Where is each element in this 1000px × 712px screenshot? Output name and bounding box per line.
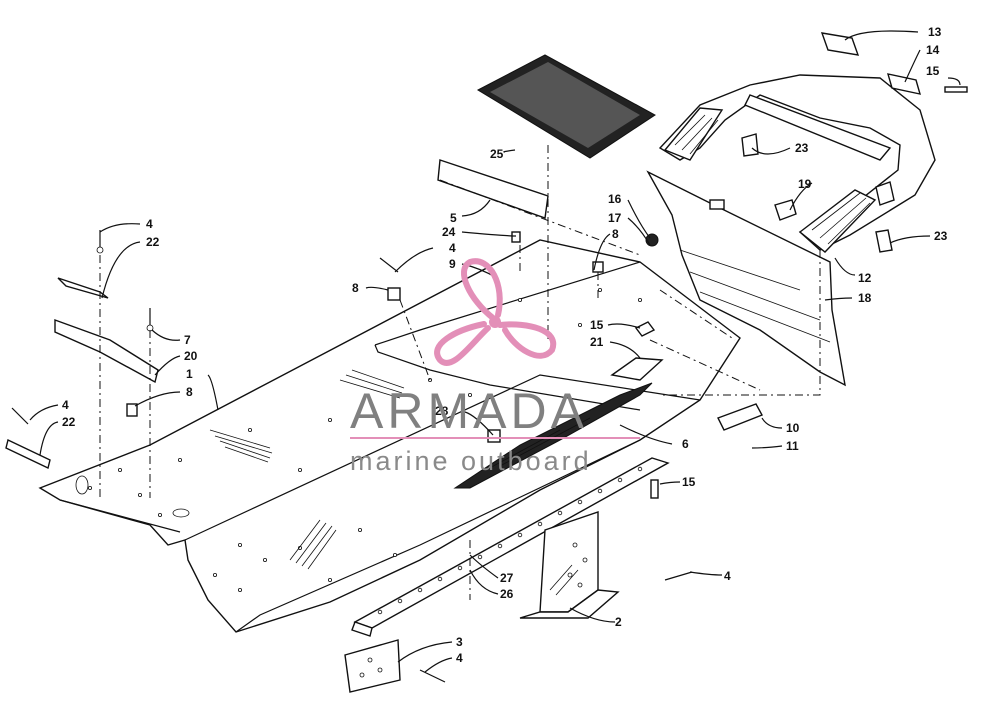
watermark: ARMADA marine outboard xyxy=(350,258,640,476)
callout-25: 25 xyxy=(490,147,504,161)
callout-21: 21 xyxy=(590,335,604,349)
callout-8: 8 xyxy=(352,281,359,295)
bracket-22-part xyxy=(57,277,109,299)
callout-19: 19 xyxy=(798,177,812,191)
callout-18: 18 xyxy=(858,291,872,305)
callout-28: 28 xyxy=(435,404,449,418)
callout-23: 23 xyxy=(934,229,948,243)
callout-8: 8 xyxy=(612,227,619,241)
callout-26: 26 xyxy=(500,587,514,601)
alignment-lines xyxy=(99,145,821,600)
callout-24: 24 xyxy=(442,225,456,239)
callout-11: 11 xyxy=(786,439,799,453)
callout-13: 13 xyxy=(928,25,942,39)
bumper-step-left xyxy=(663,107,724,161)
running-board-part xyxy=(453,357,664,489)
seat-pad-part xyxy=(476,54,656,159)
watermark-tagline: marine outboard xyxy=(350,446,592,476)
tunnel-rivet-holes xyxy=(88,287,643,593)
watermark-brand: ARMADA xyxy=(350,383,588,439)
callout-6: 6 xyxy=(682,437,689,451)
callout-16: 16 xyxy=(608,192,622,206)
perforated-rail-part xyxy=(351,457,670,637)
rear-bumper-part xyxy=(658,74,936,253)
callout-7: 7 xyxy=(184,333,191,347)
bracket-22b-part xyxy=(5,439,51,469)
callout-2: 2 xyxy=(615,615,622,629)
callout-22: 22 xyxy=(62,415,76,429)
tunnel-hatching xyxy=(209,369,405,570)
rail-perforations xyxy=(377,466,643,615)
seat-strip-part xyxy=(437,159,549,219)
callout-15: 15 xyxy=(590,318,604,332)
callout-4: 4 xyxy=(449,241,456,255)
tunnel-part xyxy=(38,239,741,633)
callout-5: 5 xyxy=(450,211,457,225)
callout-3: 3 xyxy=(456,635,463,649)
decal-13-part xyxy=(820,32,860,56)
callout-20: 20 xyxy=(184,349,198,363)
callout-1: 1 xyxy=(186,367,193,381)
callout-labels: 13 14 15 23 19 23 12 18 16 17 25 5 24 4 … xyxy=(62,25,948,665)
mount-bracket-part xyxy=(519,511,620,619)
callout-12: 12 xyxy=(858,271,872,285)
propeller-logo xyxy=(434,258,557,366)
callout-10: 10 xyxy=(786,421,800,435)
rivet-parts xyxy=(11,230,693,683)
callout-27: 27 xyxy=(500,571,514,585)
callout-22: 22 xyxy=(146,235,160,249)
callout-23: 23 xyxy=(795,141,809,155)
bushing-parts xyxy=(126,86,968,499)
callout-14: 14 xyxy=(926,43,940,57)
callout-9: 9 xyxy=(449,257,456,271)
callout-15: 15 xyxy=(926,64,940,78)
bumper-step-right xyxy=(798,189,877,253)
bracket-20-part xyxy=(54,319,159,384)
callout-4: 4 xyxy=(456,651,463,665)
plate-3-part xyxy=(344,639,401,693)
reflector-10-part xyxy=(717,403,763,431)
callout-8: 8 xyxy=(186,385,193,399)
callout-15: 15 xyxy=(682,475,696,489)
callout-4: 4 xyxy=(62,398,69,412)
callout-4: 4 xyxy=(724,569,731,583)
callout-17: 17 xyxy=(608,211,622,225)
callout-4: 4 xyxy=(146,217,153,231)
leader-lines xyxy=(29,30,961,673)
